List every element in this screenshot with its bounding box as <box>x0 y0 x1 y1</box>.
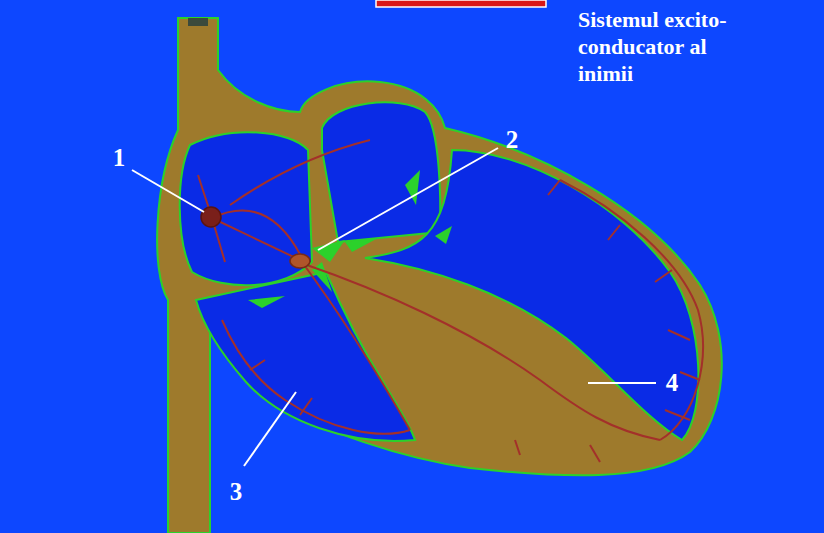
vessel-cap <box>188 18 208 26</box>
interatrial-bundle <box>230 140 370 205</box>
leader-line <box>132 170 204 212</box>
left-bundle-branch <box>304 264 660 440</box>
internodal-tract <box>212 211 302 258</box>
purkinje-fiber <box>590 445 600 462</box>
purkinje-fiber <box>548 180 560 195</box>
right-ventricle <box>196 272 415 441</box>
purkinje-fiber <box>680 372 700 380</box>
callout-number: 4 <box>666 369 679 397</box>
purkinje-fiber <box>655 270 672 282</box>
callout-number: 3 <box>230 478 243 506</box>
purkinje-fiber <box>222 320 410 434</box>
internodal-tract <box>212 218 300 260</box>
purkinje-fiber <box>300 398 312 415</box>
right-bundle-branch <box>302 262 410 430</box>
purkinje-fiber <box>668 330 690 340</box>
heart-wall <box>157 18 722 533</box>
diagram-title: Sistemul excito-conducator al inimii <box>578 6 751 87</box>
purkinje-fiber <box>560 180 703 440</box>
valve-leaflet <box>248 296 285 308</box>
top-bar <box>376 0 546 7</box>
callout-number: 2 <box>506 126 519 154</box>
valve-leaflet <box>312 262 332 292</box>
valve-leaflet <box>345 238 378 252</box>
purkinje-fiber <box>250 360 265 370</box>
conduction-fibers <box>198 140 703 462</box>
purkinje-fiber <box>608 225 620 240</box>
sinoatrial-node <box>201 207 221 227</box>
leader-lines <box>132 148 656 466</box>
leader-line <box>318 148 498 250</box>
atrioventricular-node <box>290 254 310 268</box>
leader-line <box>588 382 656 384</box>
purkinje-fiber <box>665 410 690 420</box>
callout-number: 1 <box>113 144 126 172</box>
left-ventricle <box>365 150 698 440</box>
valve-leaflet <box>435 226 452 244</box>
purkinje-fiber <box>515 440 520 455</box>
leader-line <box>244 392 296 466</box>
left-atrium <box>322 102 440 242</box>
